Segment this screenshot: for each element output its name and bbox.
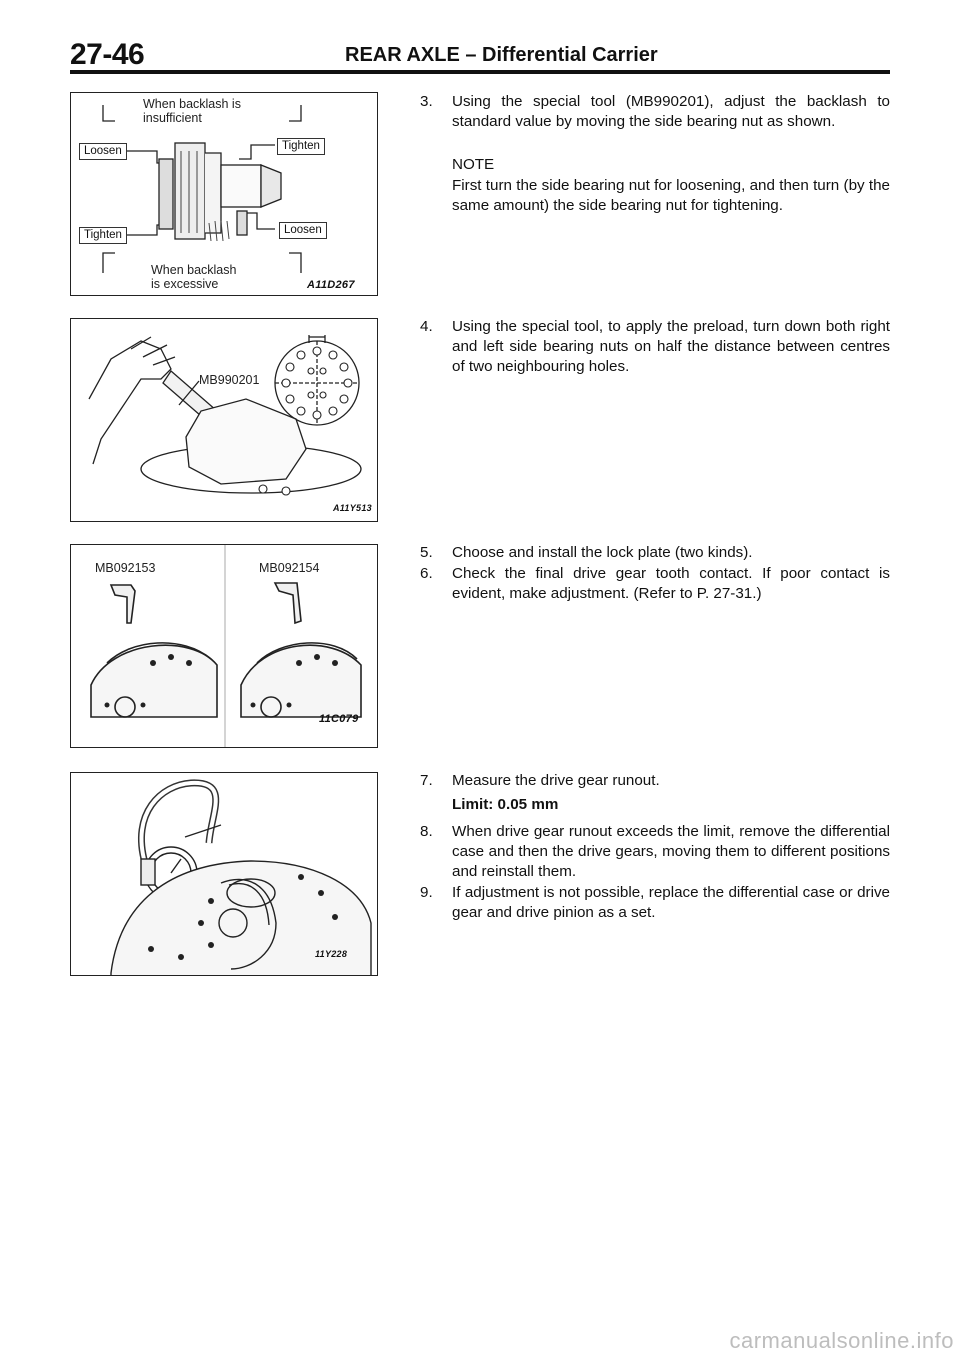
step-4: 4. Using the special tool, to apply the … <box>420 317 890 377</box>
step-4-number: 4. <box>420 318 433 335</box>
figure-code: 11C079 <box>319 713 359 725</box>
figure-code: 11Y228 <box>315 949 348 959</box>
figure-backlash-adjustment: When backlash is insufficient When backl… <box>70 92 378 296</box>
special-tool-illustration <box>88 335 362 496</box>
note-text: First turn the side bearing nut for loos… <box>452 177 890 214</box>
step-9-text: If adjustment is not possible, replace t… <box>452 884 890 921</box>
lock-plate-illustration <box>90 545 362 747</box>
step-8-text: When drive gear runout exceeds the limit… <box>452 823 890 880</box>
page-number: 27-46 <box>70 38 145 71</box>
step-5-text: Choose and install the lock plate (two k… <box>452 544 753 561</box>
step-3: 3. Using the special tool (MB990201), ad… <box>420 92 890 132</box>
label-tool-mb092154: MB092154 <box>259 561 320 575</box>
page-title: REAR AXLE – Differential Carrier <box>345 44 658 66</box>
step-5: 5. Choose and install the lock plate (tw… <box>420 543 890 563</box>
step-7: 7. Measure the drive gear runout. <box>420 771 890 791</box>
step-8-number: 8. <box>420 823 433 840</box>
step-7-text: Measure the drive gear runout. <box>452 772 660 789</box>
step-9: 9. If adjustment is not possible, replac… <box>420 883 890 923</box>
label-backlash-insufficient: When backlash is insufficient <box>143 97 241 125</box>
header-rule <box>70 70 890 74</box>
box-loosen-left: Loosen <box>79 143 127 160</box>
step-9-number: 9. <box>420 884 433 901</box>
step-3-text: Using the special tool (MB990201), adjus… <box>452 93 890 130</box>
step-4-text: Using the special tool, to apply the pre… <box>452 318 890 375</box>
differential-illustration <box>102 105 302 273</box>
watermark: carmanualsonline.info <box>729 1328 954 1353</box>
figure-runout-measurement: 11Y228 <box>70 772 378 976</box>
note-heading: NOTE <box>452 156 495 173</box>
dial-gauge-illustration <box>110 779 372 975</box>
figure-lock-plates: MB092153 MB092154 11C079 <box>70 544 378 748</box>
step-6: 6. Check the final drive gear tooth cont… <box>420 564 890 604</box>
label-tool-mb990201: MB990201 <box>199 373 260 387</box>
step-6-text: Check the final drive gear tooth contact… <box>452 565 890 602</box>
step-8: 8. When drive gear runout exceeds the li… <box>420 822 890 882</box>
step-5-number: 5. <box>420 544 433 561</box>
box-tighten-right: Tighten <box>277 138 325 155</box>
step-6-number: 6. <box>420 565 433 582</box>
step-3-number: 3. <box>420 93 433 110</box>
box-loosen-right: Loosen <box>279 222 327 239</box>
figure-code: A11D267 <box>307 279 355 291</box>
label-backlash-excessive: When backlash is excessive <box>151 263 237 291</box>
figure-code: A11Y513 <box>333 503 372 513</box>
step-7-number: 7. <box>420 772 433 789</box>
label-tool-mb092153: MB092153 <box>95 561 156 575</box>
box-tighten-left: Tighten <box>79 227 127 244</box>
figure-preload-tool: MB990201 A11Y513 <box>70 318 378 522</box>
runout-limit: Limit: 0.05 mm <box>452 796 559 813</box>
